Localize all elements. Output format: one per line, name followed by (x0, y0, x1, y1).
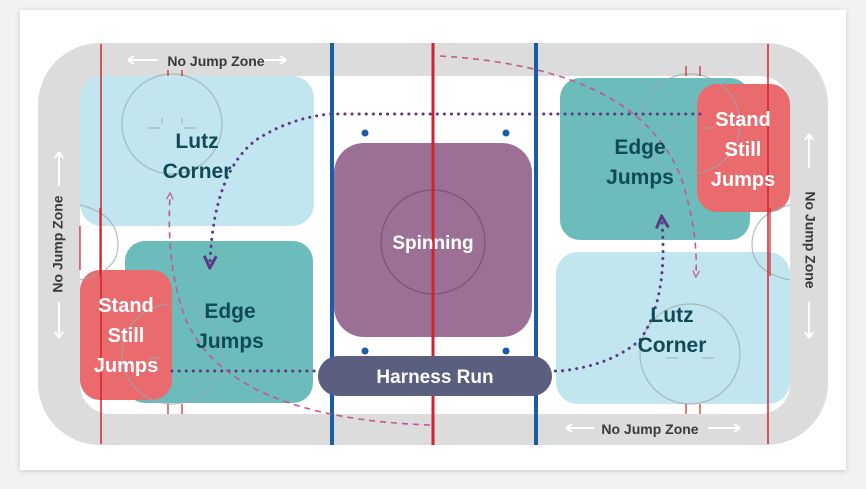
stand-still-right-zone (697, 84, 790, 212)
no-jump-zone-bottom: No Jump Zone (560, 418, 746, 438)
dotted-paths (170, 112, 702, 373)
label-line: Corner (163, 160, 232, 183)
spinning-label: Spinning (392, 233, 473, 254)
label-line: Still (725, 139, 762, 161)
label-line: Edge (204, 300, 255, 323)
label-line: Still (108, 325, 145, 347)
harness-run-label: Harness Run (376, 367, 493, 388)
label-line: Jumps (196, 330, 264, 353)
label-line: Jumps (711, 169, 775, 191)
label-line: Corner (638, 334, 707, 357)
no-jump-zone-label-bottom: No Jump Zone (601, 421, 698, 437)
no-jump-zone-top: No Jump Zone (124, 50, 290, 70)
lutz-corner-right-zone (556, 252, 790, 404)
label-line: Stand (98, 295, 154, 317)
label-line: Jumps (94, 355, 158, 377)
dashed-paths (169, 55, 696, 426)
no-jump-zone-left: No Jump Zone (50, 151, 66, 339)
label-line: Stand (715, 109, 771, 131)
no-jump-zone-label-right: No Jump Zone (802, 191, 818, 288)
label-line: Edge (614, 136, 665, 159)
no-jump-zone-label-top: No Jump Zone (167, 53, 264, 69)
harness-run-zone (318, 356, 552, 396)
no-jump-zone-right: No Jump Zone (802, 133, 818, 339)
no-jump-zone-label-left: No Jump Zone (50, 195, 66, 292)
label-line: Lutz (650, 304, 693, 327)
label-line: Lutz (175, 130, 218, 153)
lutz-corner-left-zone (80, 76, 314, 226)
label-line: Jumps (606, 166, 674, 189)
faceoff-dots (361, 129, 510, 355)
